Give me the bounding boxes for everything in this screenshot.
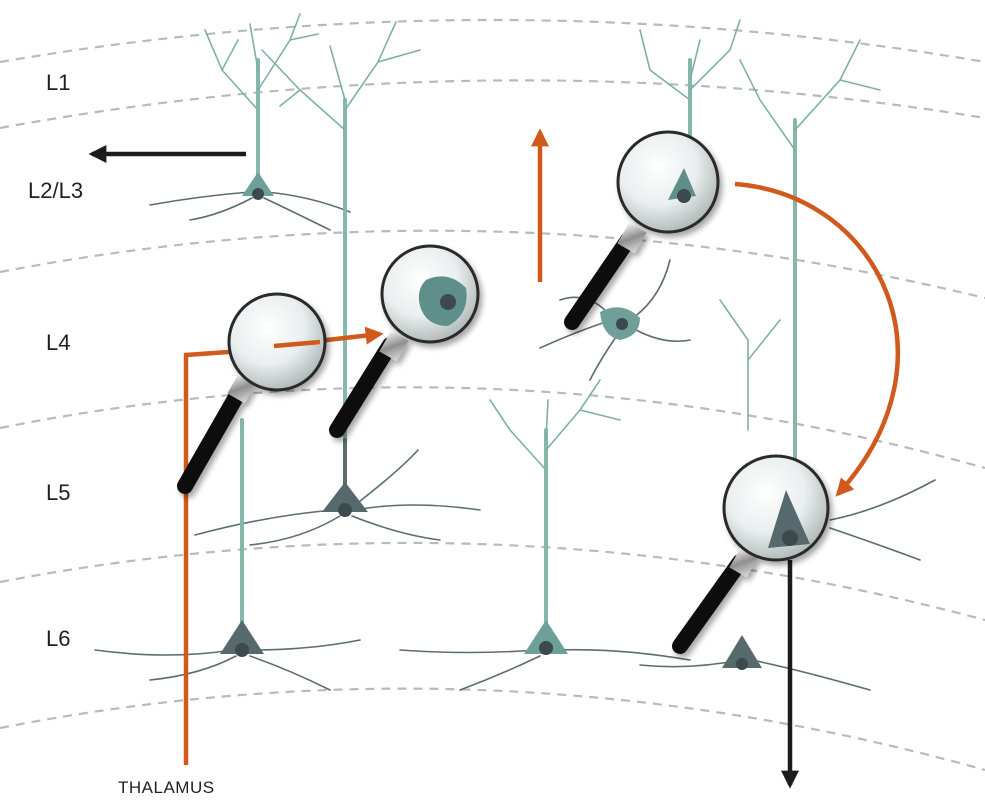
layer-labels: L1 L2/L3 L4 L5 L6 <box>28 70 83 651</box>
thalamus-label: THALAMUS <box>118 778 215 797</box>
magnifying-glass-icon <box>177 292 327 494</box>
layer-label-l4: L4 <box>46 330 70 355</box>
magnifying-glass-icon <box>672 454 830 654</box>
neuron-l5-pyramidal-center <box>399 379 691 691</box>
boundary-bottom <box>0 687 985 772</box>
layer-label-l5: L5 <box>46 480 70 505</box>
boundary-l23-l4 <box>0 229 985 300</box>
neuron-l5-pyramidal-right <box>639 39 936 691</box>
layer-label-l1: L1 <box>46 70 70 95</box>
magnifying-glass-icon <box>564 130 720 330</box>
magnifying-glass-icon <box>329 244 480 438</box>
neuron-l5-pyramidal-left <box>194 21 481 546</box>
boundary-l4-l5 <box>0 386 985 470</box>
neuron-l23-pyramidal-left <box>149 13 351 231</box>
neuron-l4-stellate <box>539 259 691 381</box>
output-pathways <box>88 145 799 789</box>
l23-to-l5-arrow <box>734 181 901 497</box>
layer-boundaries <box>0 18 985 772</box>
boundary-l5-l6 <box>0 541 985 622</box>
neuron-l6-left <box>94 418 361 691</box>
layer-label-l2l3: L2/L3 <box>28 178 83 203</box>
layer-label-l6: L6 <box>46 626 70 651</box>
boundary-top <box>0 18 985 64</box>
boundary-l1-l23 <box>0 79 985 130</box>
